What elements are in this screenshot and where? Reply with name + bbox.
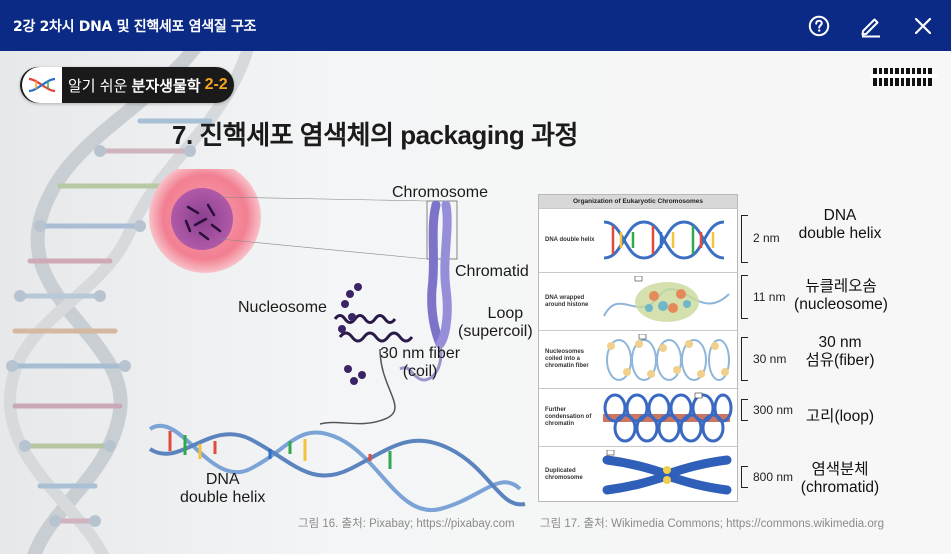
label-chromatid: Chromatid bbox=[455, 263, 529, 280]
edit-button[interactable] bbox=[857, 12, 885, 40]
scale-800nm: 800 nm bbox=[753, 470, 794, 484]
lecture-slide: 알기 쉬운 분자생물학 2-2 7. 진핵세포 염색체의 packaging 과… bbox=[0, 51, 951, 554]
label-dna-double-helix: DNA double helix bbox=[180, 471, 266, 506]
duplicated-chromosome-image bbox=[602, 450, 732, 495]
label-nucleosome: Nucleosome bbox=[238, 299, 327, 316]
title-bar: 2강 2차시 DNA 및 진핵세포 염색질 구조 bbox=[0, 0, 951, 51]
stage-label-nucleosome: 뉴클레오솜 (nucleosome) bbox=[794, 278, 888, 314]
table-row: Duplicated chromosome bbox=[539, 446, 737, 502]
scale-30nm: 30 nm bbox=[753, 352, 787, 366]
course-name: 알기 쉬운 분자생물학 bbox=[68, 77, 201, 95]
dna-background-graphic bbox=[0, 51, 951, 554]
label-loop: Loop (supercoil) bbox=[458, 305, 533, 340]
scale-bracket bbox=[741, 215, 748, 263]
table-row: DNA wrapped around histone bbox=[539, 272, 737, 330]
window-title: 2강 2차시 DNA 및 진핵세포 염색질 구조 bbox=[13, 18, 257, 35]
label-30nm-fiber: 30 nm fiber (coil) bbox=[380, 345, 461, 380]
scale-bracket bbox=[741, 466, 748, 488]
dna-logo-icon bbox=[22, 67, 62, 103]
stage-label-chromatid: 염색분체 (chromatid) bbox=[800, 461, 880, 497]
dna-helix-image bbox=[603, 220, 725, 260]
chromosome-packaging-illustration bbox=[148, 169, 526, 513]
scale-300nm: 300 nm bbox=[753, 403, 794, 417]
help-button[interactable] bbox=[805, 12, 833, 40]
close-button[interactable] bbox=[909, 12, 937, 40]
slide-heading: 7. 진핵세포 염색체의 packaging 과정 bbox=[172, 120, 578, 150]
publisher-logo bbox=[871, 68, 937, 86]
help-icon bbox=[808, 15, 830, 36]
scale-bracket bbox=[741, 399, 748, 421]
label-chromosome: Chromosome bbox=[392, 184, 489, 201]
caption-figure-17: 그림 17. 출처: Wikimedia Commons; https://co… bbox=[540, 518, 884, 530]
table-row: Further condensation of chromatin bbox=[539, 388, 737, 446]
scale-2nm: 2 nm bbox=[753, 231, 780, 245]
organization-table-title: Organization of Eukaryotic Chromosomes bbox=[539, 195, 737, 208]
stage-label-dna: DNA double helix bbox=[798, 207, 882, 243]
chromatin-fiber-image bbox=[606, 334, 730, 381]
caption-figure-16: 그림 16. 출처: Pixabay; https://pixabay.com bbox=[298, 518, 515, 530]
nucleosome-image bbox=[603, 276, 730, 322]
table-row: Nucleosomes coiled into a chromatin fibe… bbox=[539, 330, 737, 388]
course-badge: 알기 쉬운 분자생물학 2-2 bbox=[20, 67, 234, 103]
close-icon bbox=[914, 17, 932, 34]
table-row: DNA double helix bbox=[539, 208, 737, 272]
stage-label-fiber: 30 nm 섬유(fiber) bbox=[805, 334, 875, 370]
course-number: 2-2 bbox=[204, 76, 228, 93]
chromatin-loop-image bbox=[603, 392, 733, 443]
organization-table: Organization of Eukaryotic Chromosomes D… bbox=[538, 194, 738, 502]
scale-11nm: 11 nm bbox=[753, 290, 786, 304]
scale-bracket bbox=[741, 337, 748, 381]
toolbar bbox=[805, 0, 937, 51]
scale-bracket bbox=[741, 275, 748, 319]
stage-label-loop: 고리(loop) bbox=[805, 408, 875, 425]
pencil-icon bbox=[861, 18, 880, 37]
